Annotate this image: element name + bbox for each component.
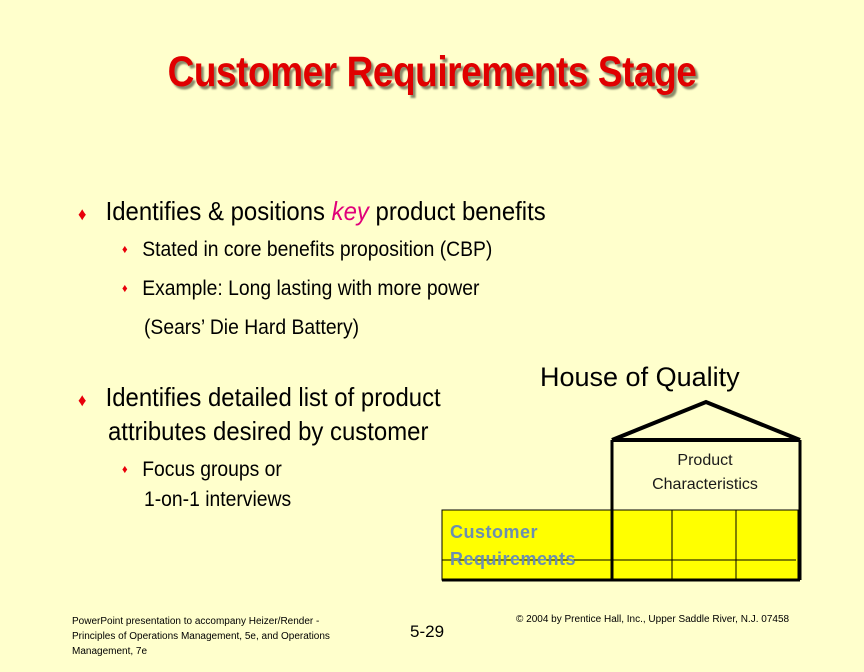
subbullet-text: Stated in core benefits proposition (CBP… bbox=[142, 238, 493, 261]
bullet-text: Identifies detailed list of product bbox=[105, 382, 441, 412]
subbullet-text: (Sears’ Die Hard Battery) bbox=[144, 316, 360, 339]
slide-title: Customer Requirements Stage bbox=[167, 48, 697, 96]
label-line: Product bbox=[677, 452, 733, 469]
diamond-bullet-icon: ♦ bbox=[78, 390, 87, 410]
diamond-bullet-icon: ♦ bbox=[78, 204, 87, 224]
page-number: 5-29 bbox=[410, 622, 445, 641]
subbullet-focus-groups: ♦ Focus groups or bbox=[122, 455, 282, 484]
diamond-bullet-icon: ♦ bbox=[122, 281, 128, 295]
subbullet-cbp: ♦ Stated in core benefits proposition (CB… bbox=[122, 235, 492, 264]
label-line: Requirements bbox=[450, 549, 577, 569]
customer-requirements-label: Customer Requirements bbox=[450, 519, 576, 573]
subbullet-example: ♦ Example: Long lasting with more power bbox=[122, 274, 479, 303]
bullet-key-benefits: ♦ Identifies & positions key product bene… bbox=[78, 194, 546, 231]
footer-line: PowerPoint presentation to accompany Hei… bbox=[72, 616, 320, 627]
footer-line: Management, 7e bbox=[72, 646, 148, 657]
footer-copyright: © 2004 by Prentice Hall, Inc., Upper Sad… bbox=[516, 614, 790, 625]
label-line: Customer bbox=[450, 522, 539, 542]
diamond-bullet-icon: ♦ bbox=[122, 462, 128, 476]
bullet-text: product benefits bbox=[368, 196, 546, 226]
customer-requirements-row bbox=[441, 509, 799, 581]
product-characteristics-label: Product Characteristics bbox=[612, 449, 798, 497]
diamond-bullet-icon: ♦ bbox=[122, 242, 128, 256]
label-line: Characteristics bbox=[652, 476, 758, 493]
footer-source: PowerPoint presentation to accompany Hei… bbox=[72, 614, 342, 659]
bullet-attributes-cont: attributes desired by customer bbox=[108, 414, 428, 448]
subbullet-text: Focus groups or bbox=[142, 458, 282, 481]
house-of-quality-title: House of Quality bbox=[540, 362, 740, 392]
bullet-text: Identifies & positions bbox=[105, 196, 332, 226]
subbullet-focus-groups-cont: 1-on-1 interviews bbox=[144, 486, 291, 514]
highlight-key: key bbox=[331, 196, 369, 226]
bullet-text: attributes desired by customer bbox=[108, 416, 429, 446]
subbullet-example-cont: (Sears’ Die Hard Battery) bbox=[144, 314, 359, 342]
footer-line: Principles of Operations Management, 5e,… bbox=[72, 631, 330, 642]
house-roof bbox=[611, 399, 801, 442]
subbullet-text: Example: Long lasting with more power bbox=[142, 277, 480, 300]
bullet-attributes: ♦ Identifies detailed list of product bbox=[78, 380, 441, 417]
subbullet-text: 1-on-1 interviews bbox=[144, 488, 292, 511]
